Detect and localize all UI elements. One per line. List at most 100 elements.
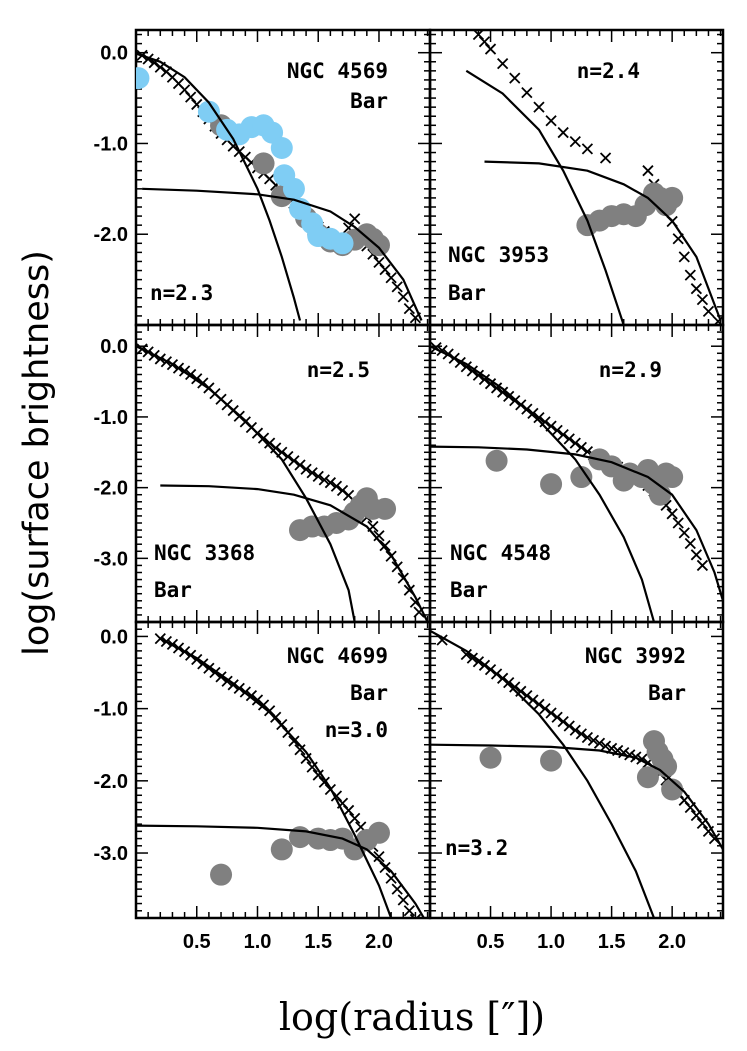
panel-annotation: NGC 4569	[287, 59, 388, 83]
data-point	[540, 749, 563, 772]
bulge-fit-curve	[136, 345, 356, 622]
profile-point	[294, 459, 306, 471]
data-point	[367, 821, 390, 844]
profile-point	[515, 685, 527, 697]
disk-fit-curve	[484, 160, 722, 321]
profile-point	[545, 115, 557, 127]
profile-point	[599, 740, 612, 752]
data-point	[252, 152, 275, 175]
profile-point	[413, 606, 425, 618]
disk-fit-curve	[142, 187, 423, 321]
profile-point	[503, 390, 515, 403]
y-tick-label: -2.0	[94, 771, 128, 793]
profile-point	[391, 883, 403, 895]
y-tick-label: -1.0	[94, 699, 128, 721]
series-bulge-fit	[430, 629, 656, 918]
profile-point	[391, 281, 403, 293]
profile-point	[545, 707, 557, 719]
x-tick-label: 0.5	[477, 931, 505, 953]
profile-point	[509, 681, 521, 693]
profile-point	[385, 272, 397, 284]
data-point	[661, 778, 684, 801]
profile-point	[539, 702, 551, 715]
data-point	[367, 234, 390, 257]
y-tick-label: 0.0	[100, 43, 128, 65]
plot-area	[430, 341, 723, 622]
series-component	[479, 730, 684, 801]
profile-point	[318, 474, 330, 486]
data-point	[540, 473, 563, 496]
profile-point	[478, 373, 491, 386]
profile-point	[460, 648, 472, 661]
profile-point	[539, 416, 551, 428]
profile-point	[563, 433, 575, 445]
profile-point	[497, 57, 509, 70]
data-point	[661, 466, 684, 489]
panel-annotation: n=2.4	[577, 59, 640, 83]
profile-point	[569, 437, 581, 449]
y-tick-label: -3.0	[94, 843, 128, 865]
data-point	[661, 186, 684, 209]
profile-point	[678, 527, 690, 539]
profile-point	[324, 477, 337, 489]
bulge-fit-curve	[159, 637, 393, 918]
series-component	[576, 182, 684, 237]
profile-point	[270, 442, 282, 454]
panel-annotation: Bar	[448, 281, 486, 305]
profile-point	[684, 269, 696, 281]
profile-point	[551, 711, 563, 723]
panel-annotation: n=2.3	[150, 281, 213, 305]
profile-point	[373, 530, 385, 542]
panel-frame	[428, 620, 725, 920]
data-point	[570, 466, 593, 489]
series-component	[136, 67, 354, 255]
profile-point	[312, 470, 324, 482]
profile-point	[342, 804, 355, 817]
profile-point	[575, 441, 587, 453]
panel-annotation: NGC 3368	[154, 541, 255, 565]
profile-point	[666, 508, 678, 520]
profile-point	[373, 850, 385, 863]
panel-annotation: Bar	[648, 681, 686, 705]
profile-point	[599, 152, 612, 164]
y-tick-label: -1.0	[94, 407, 128, 429]
profile-point	[581, 731, 594, 744]
axis-ticks	[430, 622, 723, 918]
data-point	[485, 449, 508, 472]
profile-point	[349, 812, 361, 825]
axis-ticks	[136, 622, 430, 918]
profile-point	[509, 72, 521, 84]
plot-area	[430, 629, 723, 918]
x-axis-label: log(radius [″])	[279, 995, 545, 1039]
profile-point	[581, 143, 594, 155]
series-bulge-fit	[159, 637, 393, 918]
panel-annotation: NGC 3953	[448, 243, 549, 267]
data-point	[136, 67, 150, 90]
x-tick-label: 0.5	[183, 931, 211, 953]
series-profile	[436, 634, 721, 845]
profile-point	[379, 263, 391, 276]
bulge-fit-curve	[136, 52, 302, 321]
data-point	[331, 232, 354, 255]
profile-point	[533, 101, 545, 113]
profile-point	[349, 213, 361, 225]
plot-area	[465, 30, 723, 325]
profile-point	[533, 698, 545, 710]
profile-point	[484, 378, 497, 390]
profile-point	[503, 677, 515, 689]
profile-point	[575, 728, 587, 740]
profile-point	[521, 86, 533, 99]
panel-annotation: NGC 4548	[450, 541, 551, 565]
y-tick-label: 0.0	[100, 626, 128, 648]
data-point	[197, 100, 220, 123]
profile-point	[484, 43, 497, 55]
profile-point	[557, 428, 569, 441]
profile-point	[527, 694, 539, 706]
profile-point	[403, 905, 415, 917]
profile-point	[587, 734, 600, 747]
series-disk-fit	[142, 187, 423, 321]
profile-point	[557, 126, 569, 139]
